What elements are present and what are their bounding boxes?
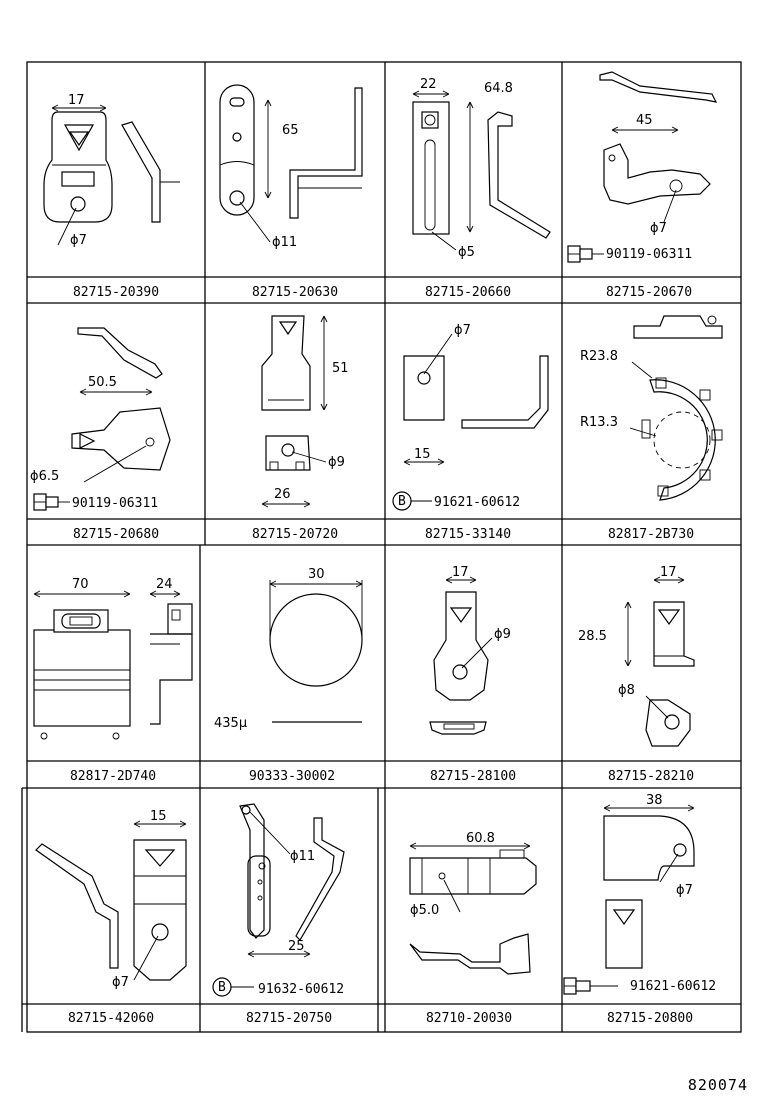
label-1: R23.8: [580, 349, 618, 364]
part-number: 82715-20680: [73, 527, 159, 542]
part-number: 82715-20670: [606, 285, 692, 300]
part-number: 82715-20390: [73, 285, 159, 300]
bracket-drawing: [429, 591, 489, 735]
cell-82715-20720: 51 ϕ9 26 82715-20720: [252, 315, 349, 542]
bracket-drawing: [71, 327, 171, 471]
label-2: 28.5: [578, 629, 607, 644]
cell-82715-20630: 65 ϕ11 82715-20630: [219, 84, 363, 300]
bolt-mark: B: [218, 980, 226, 995]
bolt-part-number: 91621-60612: [630, 979, 716, 994]
label-2: ϕ11: [272, 235, 297, 250]
label-2: ϕ7: [650, 221, 667, 236]
label-2: ϕ7: [676, 883, 693, 898]
cell-82715-20390: 17 ϕ7 82715-20390: [43, 93, 180, 300]
label-1: ϕ11: [290, 849, 315, 864]
part-number: 82715-20800: [607, 1011, 693, 1026]
bracket-drawing: [403, 355, 549, 429]
label-1: 22: [420, 77, 437, 92]
label-1: 45: [636, 113, 653, 128]
label-1: 65: [282, 123, 299, 138]
label-2: 25: [288, 939, 305, 954]
part-number: 82715-28210: [608, 769, 694, 784]
bracket-drawing: [599, 71, 718, 205]
part-number: 82715-33140: [425, 527, 511, 542]
label-1: 38: [646, 793, 663, 808]
bracket-drawing: [219, 84, 363, 219]
bolt-part-number: 91632-60612: [258, 982, 344, 997]
bracket-drawing: [239, 803, 345, 941]
label-2: 15: [414, 447, 431, 462]
cell-82710-20030: 60.8 ϕ5.0 82710-20030: [409, 831, 537, 1026]
connector-drawing: [33, 603, 193, 740]
bolt-mark: B: [398, 494, 406, 509]
label-3: ϕ5: [458, 245, 475, 260]
label-2: ϕ9: [494, 627, 511, 642]
bolt-part-number: 91621-60612: [434, 495, 520, 510]
bracket-drawing: [645, 601, 695, 747]
label-1: 50.5: [88, 375, 117, 390]
bracket-drawing: [412, 101, 551, 239]
label-1: 51: [332, 361, 349, 376]
part-number: 82715-20660: [425, 285, 511, 300]
cell-82715-33140: ϕ7 15 B 91621-60612 82715-33140: [392, 323, 549, 542]
bracket-drawing: [43, 111, 180, 223]
cell-82715-28210: 17 28.5 ϕ8 82715-28210: [578, 565, 695, 784]
reference-number: 820074: [687, 1076, 748, 1094]
label-2: ϕ9: [328, 455, 345, 470]
label-3: 26: [274, 487, 291, 502]
cell-82715-20660: 22 64.8 ϕ5 82715-20660: [412, 77, 551, 300]
cell-82817-2D740: 70 24 82817-2D740: [33, 577, 193, 784]
part-number: 82715-20720: [252, 527, 338, 542]
clip-drawing: [633, 315, 723, 501]
label-1: 17: [660, 565, 677, 580]
part-number: 82817-2D740: [70, 769, 156, 784]
label-2: 64.8: [484, 81, 513, 96]
cell-82715-28100: 17 ϕ9 82715-28100: [429, 565, 516, 784]
cell-82715-42060: 15 ϕ7 82715-42060: [35, 809, 187, 1026]
part-number: 82715-28100: [430, 769, 516, 784]
label-3: ϕ8: [618, 683, 635, 698]
label-2: ϕ7: [70, 233, 87, 248]
label-1: 15: [150, 809, 167, 824]
bracket-drawing: [261, 315, 311, 471]
parts-grid: [21, 61, 742, 1033]
part-number: 82710-20030: [426, 1011, 512, 1026]
label-1: 17: [68, 93, 85, 108]
bracket-drawing: [409, 849, 537, 975]
label-2: 24: [156, 577, 173, 592]
label-1: 17: [452, 565, 469, 580]
label-2: ϕ5.0: [410, 903, 439, 918]
bolt-part-number: 90119-06311: [606, 247, 692, 262]
cell-82817-2B730: R23.8 R13.3 82817-2B730: [580, 315, 723, 542]
part-number: 82715-42060: [68, 1011, 154, 1026]
part-number: 82715-20630: [252, 285, 338, 300]
bolt-icon: [567, 245, 593, 263]
part-number: 82817-2B730: [608, 527, 694, 542]
cell-82715-20800: 38 ϕ7 91621-60612 82715-20800: [563, 793, 716, 1026]
label-1: 60.8: [466, 831, 495, 846]
bolt-icon: [563, 977, 591, 995]
label-2: ϕ7: [112, 975, 129, 990]
part-number: 90333-30002: [249, 769, 335, 784]
disc-drawing: [269, 593, 363, 723]
bracket-drawing: [603, 815, 695, 969]
label-2: ϕ6.5: [30, 469, 59, 484]
cell-82715-20680: 50.5 ϕ6.5 90119-06311 82715-20680: [30, 327, 171, 542]
bolt-part-number: 90119-06311: [72, 496, 158, 511]
label-1: ϕ7: [454, 323, 471, 338]
part-number: 82715-20750: [246, 1011, 332, 1026]
label-1: 70: [72, 577, 89, 592]
label-1: 30: [308, 567, 325, 582]
cell-90333-30002: 30 435μ 90333-30002: [214, 567, 363, 784]
bolt-icon: [33, 493, 59, 511]
cell-82715-20670: 45 ϕ7 90119-06311 82715-20670: [567, 71, 718, 300]
label-2: R13.3: [580, 415, 618, 430]
label-2: 435μ: [214, 716, 247, 731]
cell-82715-20750: ϕ11 25 B 91632-60612 82715-20750: [212, 803, 345, 1026]
bracket-drawing: [35, 839, 187, 981]
